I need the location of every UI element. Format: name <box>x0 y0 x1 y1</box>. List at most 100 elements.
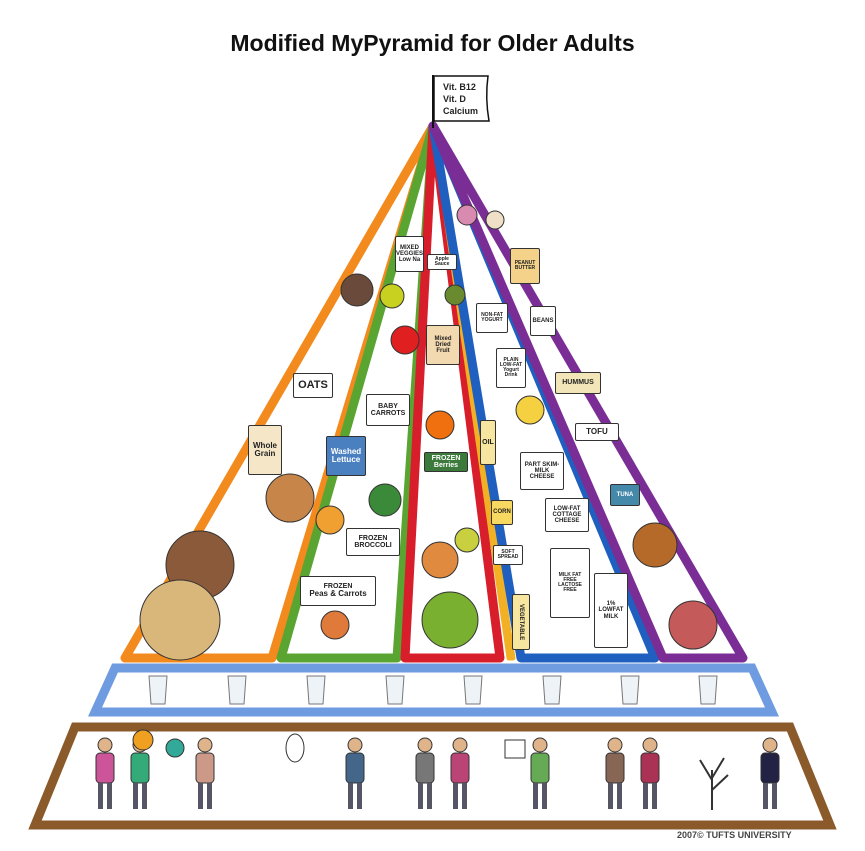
food-label: FROZEN <box>323 583 353 591</box>
activity-person-icon <box>95 737 115 809</box>
activity-person-icon <box>415 737 435 809</box>
water-glass-icon <box>620 675 640 705</box>
water-glass-icon <box>698 675 718 705</box>
activity-person-icon <box>640 737 660 809</box>
tuna-can: TUNA <box>610 484 640 506</box>
pear-icon <box>454 527 480 553</box>
apple-sauce-cup: Apple Sauce <box>427 254 457 270</box>
food-label: PLAIN LOW-FAT Yogurt Drink <box>499 356 523 379</box>
racket-icon <box>285 733 305 763</box>
activity-person-icon <box>345 737 365 809</box>
page-title: Modified MyPyramid for Older Adults <box>230 30 635 56</box>
kiwi-icon <box>444 284 466 306</box>
food-label: FROZEN BROCCOLI <box>354 534 392 549</box>
food-label: HUMMUS <box>562 379 594 387</box>
lettuce-bag: Washed Lettuce <box>326 436 366 476</box>
water-glass-icon <box>227 675 247 705</box>
salad-greens-icon <box>368 483 402 517</box>
flag-line: Vit. B12 <box>443 82 476 92</box>
food-label: MIXED VEGGIES <box>396 244 424 257</box>
broccoli-bag: FROZEN BROCCOLI <box>346 528 400 556</box>
food-label: TOFU <box>586 426 608 436</box>
food-label: FROZEN Berries <box>431 454 461 469</box>
food-label: 1% LOWFAT MILK <box>598 601 624 620</box>
yellow-pepper-icon <box>379 283 405 309</box>
activity-person-icon <box>760 737 780 809</box>
water-glass-icon <box>306 675 326 705</box>
food-label: SOFT SPREAD <box>497 548 519 560</box>
food-label: MILK FAT FREE LACTOSE FREE <box>558 571 582 594</box>
food-label: TUNA <box>616 491 634 498</box>
food-label: OATS <box>298 378 328 391</box>
fruit-bowl-icon <box>421 591 479 649</box>
egg-icon <box>485 210 505 230</box>
sweet-potato-icon <box>320 610 350 640</box>
yogurt-drink-bottle: PLAIN LOW-FAT Yogurt Drink <box>496 348 526 388</box>
papaya-icon <box>421 541 459 579</box>
copyright-credit: 2007© TUFTS UNIVERSITY <box>677 830 792 840</box>
picture-frame-icon <box>504 739 526 759</box>
food-label: Mixed Dried Fruit <box>434 335 452 355</box>
frozen-berries-bag: FROZEN Berries <box>424 452 468 472</box>
water-glass-icon <box>542 675 562 705</box>
cheese-package: PART SKIM-MILK CHEESE <box>520 452 564 490</box>
food-label: Apple Sauce <box>434 255 450 267</box>
vegetable-oil-bottle: VEGETABLE <box>512 594 530 650</box>
food-label: NON-FAT YOGURT <box>481 311 503 323</box>
activity-person-icon <box>605 737 625 809</box>
whole-grain-box: Whole Grain <box>248 425 282 475</box>
food-label: BABY CARROTS <box>370 402 406 417</box>
roast-chicken-icon <box>632 522 678 568</box>
water-glass-icon <box>385 675 405 705</box>
squash-icon <box>315 505 345 535</box>
lowfat-milk-carton: 1% LOWFAT MILK <box>594 573 628 648</box>
flag: Vit. B12 Vit. D Calcium <box>432 75 490 128</box>
tree-icon <box>699 757 729 810</box>
food-label: BEANS <box>532 317 554 324</box>
water-glass-icon <box>148 675 168 705</box>
ball-icon <box>165 738 185 758</box>
corn-oil-bottle: CORN <box>491 500 513 525</box>
orange-icon <box>425 410 455 440</box>
food-label: CORN <box>493 509 511 516</box>
food-label: LOW-FAT COTTAGE CHEESE <box>552 505 582 525</box>
oats-box: OATS <box>293 373 333 398</box>
fluids-band <box>88 663 779 717</box>
oil-bottle: OIL <box>480 420 496 465</box>
soft-spread-tub: SOFT SPREAD <box>493 545 523 565</box>
activity-person-icon <box>450 737 470 809</box>
fish-plate-icon <box>668 600 718 650</box>
rice-bowl-icon <box>340 273 374 307</box>
low-sodium-label: Low Na <box>398 257 421 264</box>
red-pepper-icon <box>390 325 420 355</box>
baby-carrots-bag: BABY CARROTS <box>366 394 410 426</box>
cereal-bowl-icon <box>265 473 315 523</box>
hummus-tub: HUMMUS <box>555 372 601 394</box>
yogurt-cup: NON-FAT YOGURT <box>476 303 508 333</box>
food-label: Peas & Carrots <box>309 589 367 599</box>
activity-person-icon <box>195 737 215 809</box>
bread-loaf-icon <box>139 579 221 661</box>
food-label: Washed Lettuce <box>330 446 362 464</box>
flag-line: Vit. D <box>443 94 466 104</box>
ball-icon <box>132 729 154 751</box>
food-label: PEANUT BUTTER <box>514 259 536 271</box>
flag-line: Calcium <box>443 106 478 116</box>
tofu-package: TOFU <box>575 423 619 441</box>
food-label: Whole Grain <box>253 440 277 458</box>
cottage-cheese-tub: LOW-FAT COTTAGE CHEESE <box>545 498 589 532</box>
cheese-wedge-icon <box>515 395 545 425</box>
water-glass-icon <box>463 675 483 705</box>
fat-free-milk-jug: MILK FAT FREE LACTOSE FREE <box>550 548 590 618</box>
food-label: OIL <box>482 438 494 446</box>
ice-cream-cone-icon <box>456 204 478 226</box>
food-label: PART SKIM-MILK CHEESE <box>524 461 560 481</box>
food-label: VEGETABLE <box>518 603 525 641</box>
peanut-butter-jar: PEANUT BUTTER <box>510 248 540 284</box>
physical-activity-band <box>28 722 837 830</box>
beans-can: BEANS <box>530 306 556 336</box>
activity-person-icon <box>530 737 550 809</box>
